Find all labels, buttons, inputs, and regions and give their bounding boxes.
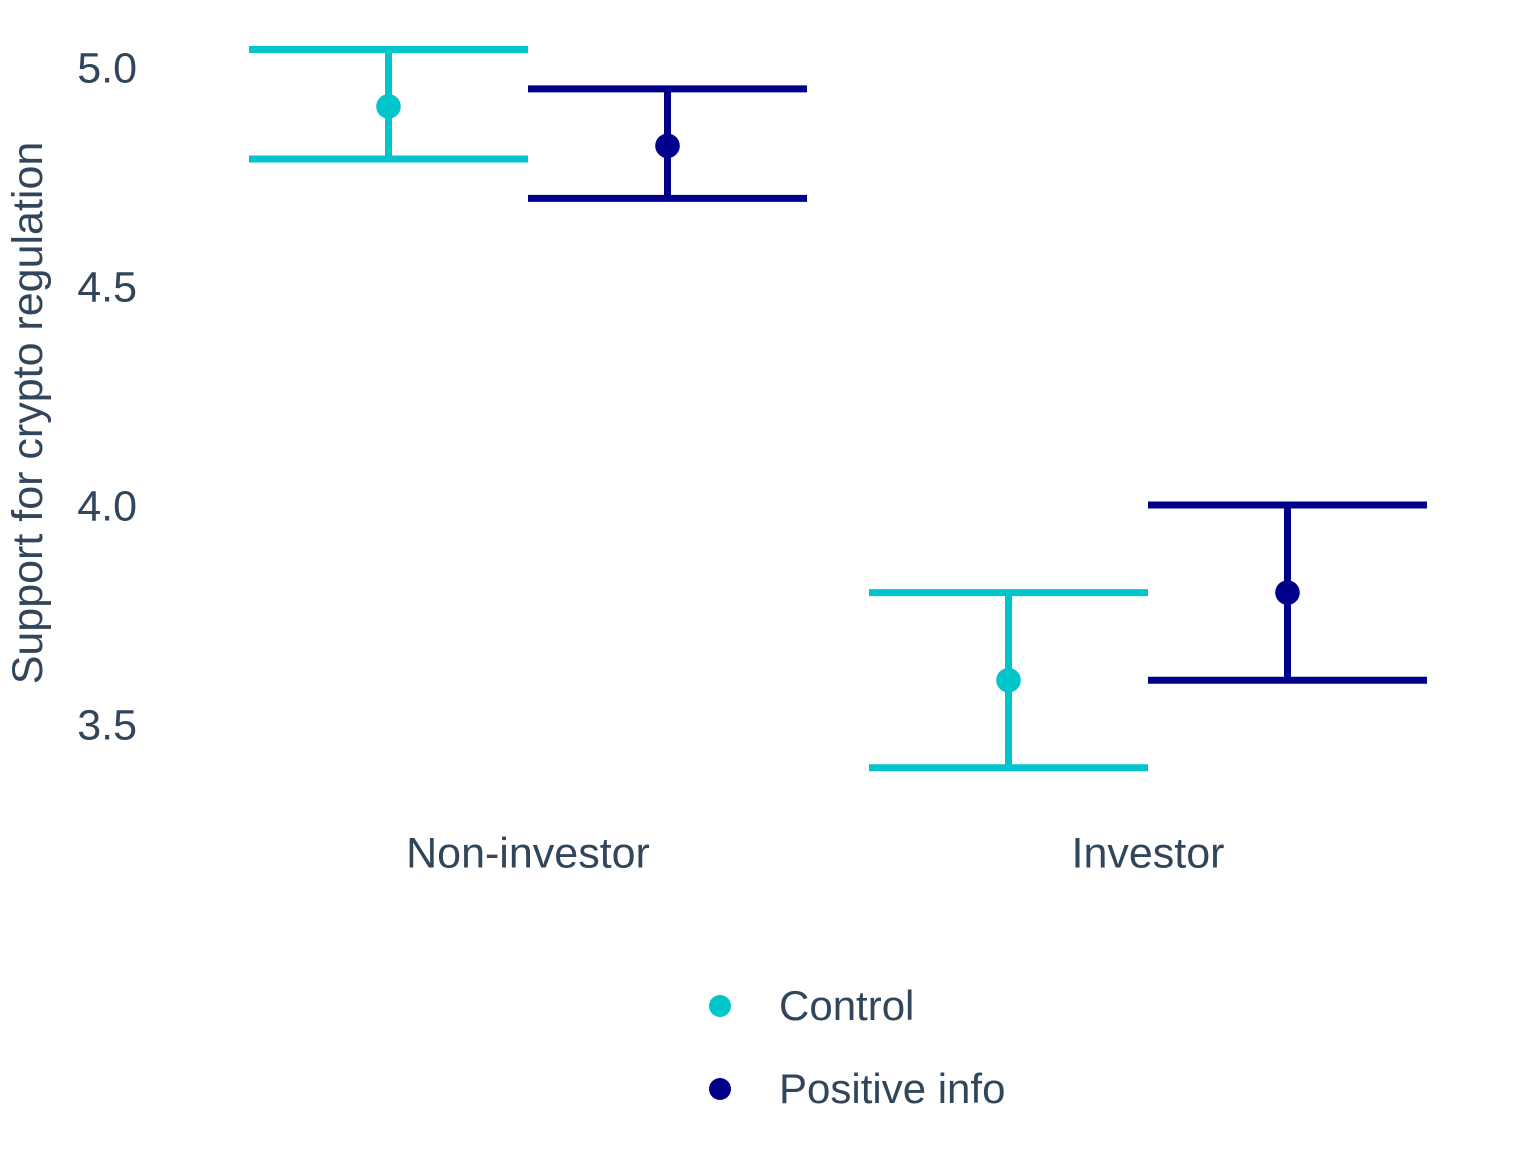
y-axis-tick-labels: 5.0 4.5 4.0 3.5 bbox=[77, 44, 137, 749]
legend-label-control: Control bbox=[779, 982, 914, 1029]
y-tick-label: 3.5 bbox=[77, 701, 137, 749]
x-category-label: Non-investor bbox=[406, 829, 650, 877]
legend: Control Positive info bbox=[709, 982, 1005, 1112]
legend-entry: Positive info bbox=[709, 1065, 1005, 1112]
legend-label-positive-info: Positive info bbox=[779, 1065, 1005, 1112]
legend-key-dot-positive-info bbox=[709, 1078, 731, 1100]
y-tick-label: 4.0 bbox=[77, 482, 137, 530]
legend-entry: Control bbox=[709, 982, 914, 1029]
pointrange-positive-info-investor bbox=[1148, 501, 1427, 684]
x-category-label: Investor bbox=[1072, 829, 1225, 877]
pointrange-positive-info-non-investor bbox=[528, 85, 807, 202]
pointrange-control-investor bbox=[869, 589, 1148, 772]
pointrange-control-non-investor bbox=[249, 45, 528, 163]
mean-point bbox=[1275, 580, 1300, 605]
mean-point bbox=[655, 133, 680, 159]
x-axis-category-labels: Non-investor Investor bbox=[406, 829, 1224, 877]
mean-point bbox=[996, 667, 1021, 693]
mean-point bbox=[376, 94, 401, 119]
y-tick-label: 5.0 bbox=[77, 44, 137, 92]
y-tick-label: 4.5 bbox=[77, 263, 137, 311]
legend-key-dot-control bbox=[709, 995, 731, 1017]
plot-marks bbox=[249, 45, 1427, 772]
y-axis-title: Support for crypto regulation bbox=[4, 142, 52, 685]
